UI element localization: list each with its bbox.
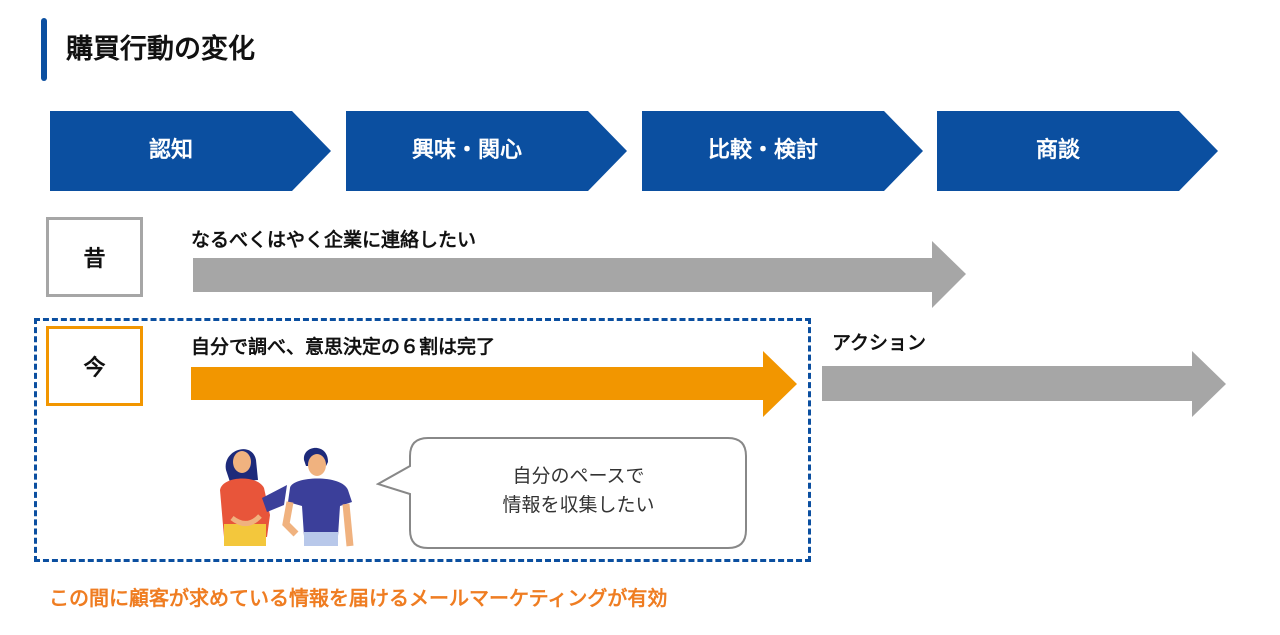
past-label-box: 昔 (46, 217, 143, 297)
page-title: 購買行動の変化 (66, 34, 255, 65)
speech-bubble (376, 437, 747, 549)
bubble-line-2: 情報を収集したい (502, 494, 655, 516)
bubble-text: 自分のペースで 情報を収集したい (420, 462, 737, 520)
now-label: 今 (83, 356, 106, 381)
dashed-group-box (34, 318, 811, 562)
past-text: なるべくはやく企業に連絡したい (191, 229, 477, 251)
stage-label: 興味・関心 (411, 138, 522, 163)
action-text: アクション (832, 332, 927, 354)
stage-awareness: 認知 (50, 111, 332, 191)
past-label: 昔 (83, 247, 106, 272)
footer-message: この間に顧客が求めている情報を届けるメールマーケティングが有効 (49, 586, 668, 610)
now-label-box: 今 (46, 326, 143, 406)
action-arrow (822, 351, 1226, 417)
stage-comparison: 比較・検討 (642, 111, 924, 191)
stage-negotiation: 商談 (937, 111, 1219, 191)
now-text: 自分で調べ、意思決定の６割は完了 (191, 336, 496, 358)
now-arrow (191, 351, 797, 417)
past-arrow (193, 241, 966, 308)
stage-interest: 興味・関心 (346, 111, 628, 191)
title-accent-bar (41, 18, 47, 81)
bubble-line-1: 自分のペースで (512, 465, 645, 487)
stage-label: 認知 (148, 138, 193, 163)
stage-label: 商談 (1035, 138, 1080, 163)
stage-label: 比較・検討 (707, 138, 818, 163)
people-illustration (220, 447, 354, 547)
